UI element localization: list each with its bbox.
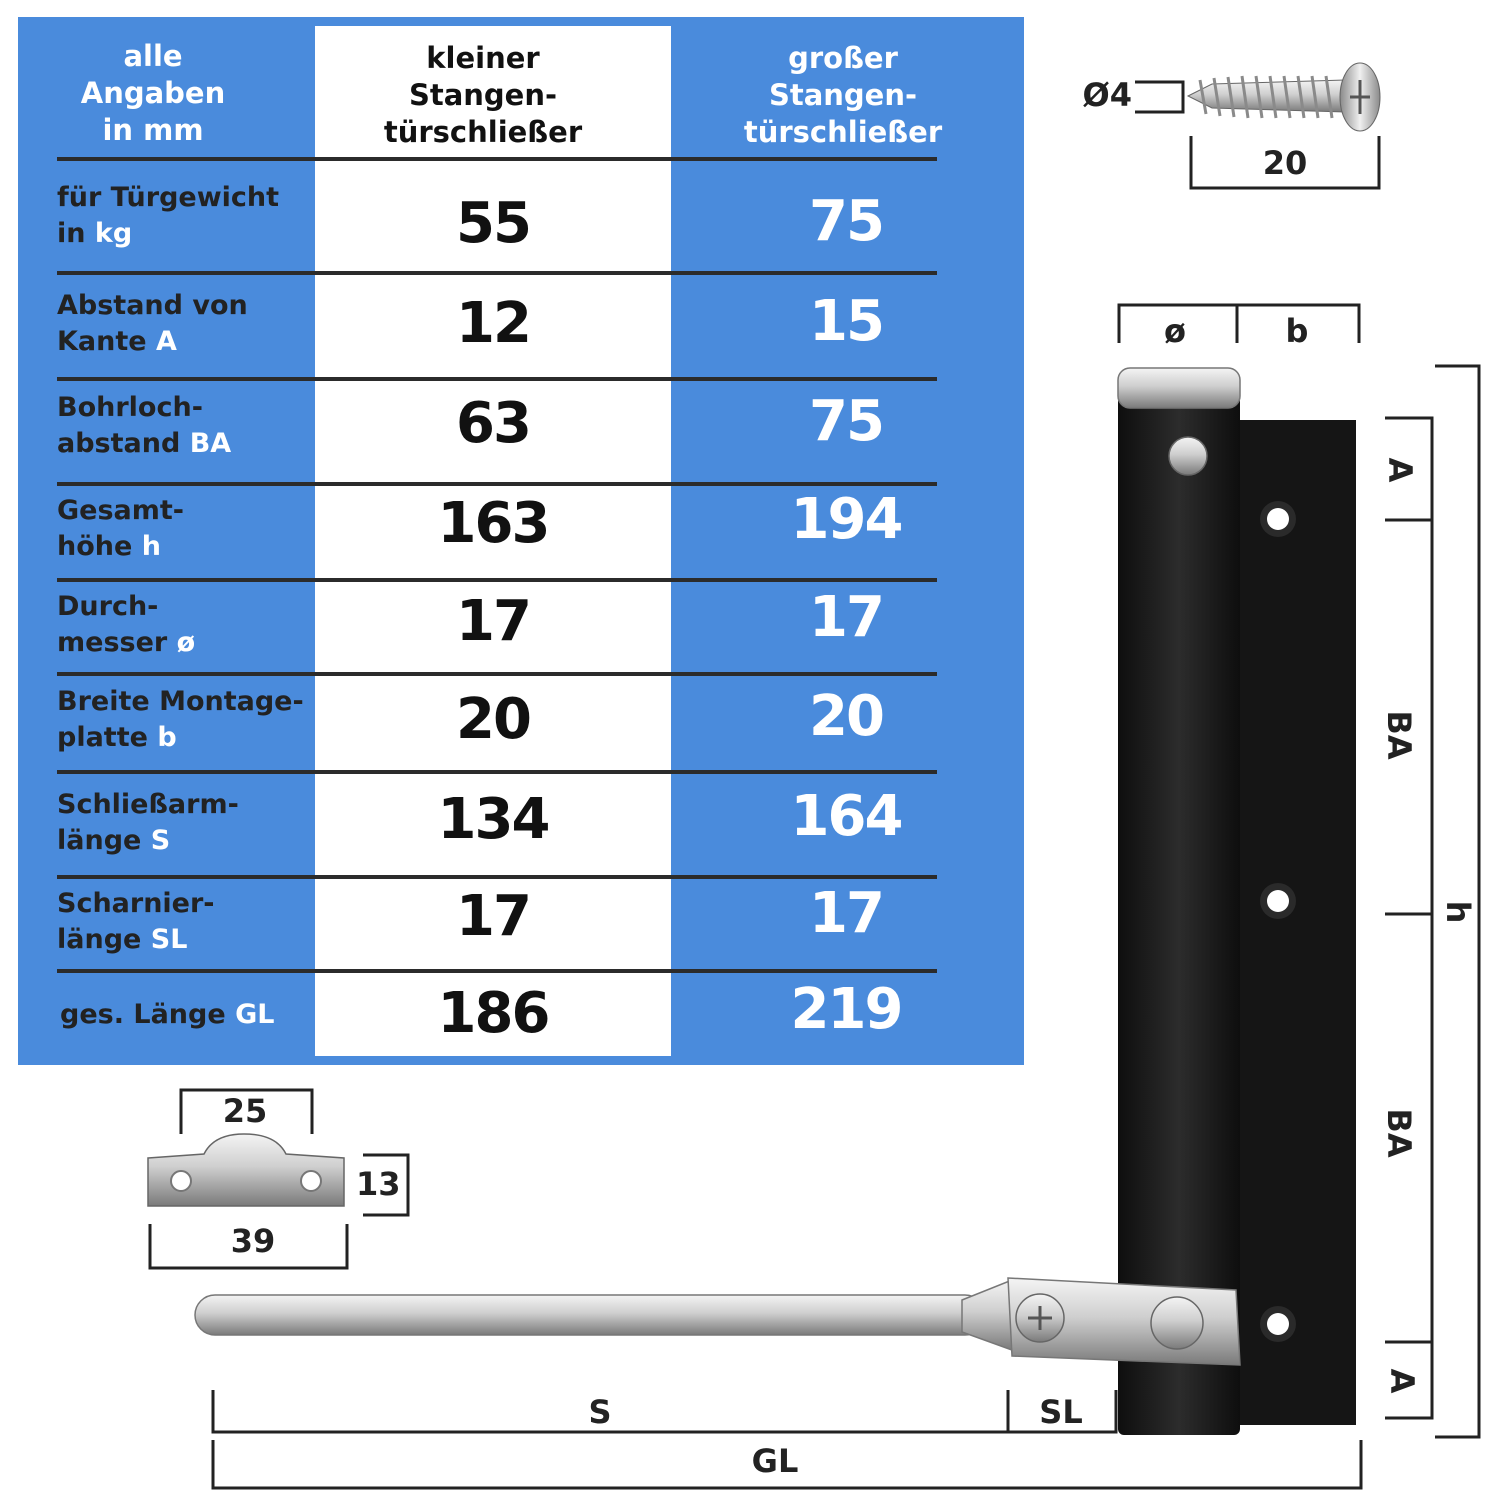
table-rule (57, 482, 937, 486)
value-small-diameter: 17 (456, 589, 532, 654)
row-label-diameter: Durch- messer ø (57, 591, 196, 658)
value-small-total-height: 163 (437, 491, 551, 556)
header-units: alle Angaben in mm (80, 39, 226, 147)
dim-plate-width-label: b (1285, 312, 1309, 350)
dim-height-label: h (1439, 900, 1477, 924)
row-label-hole-spacing: Bohrloch- abstand BA (57, 392, 232, 459)
value-small-hole-spacing: 63 (456, 391, 532, 456)
dim-total-length-label: GL (751, 1442, 799, 1480)
table-rule (57, 157, 937, 161)
mounting-bracket-drawing (147, 1088, 410, 1270)
row-label-total-height: Gesamt- höhe h (57, 495, 185, 562)
value-small-edge-distance: 12 (456, 291, 532, 356)
row-label-hinge-length: Scharnier- länge SL (57, 888, 215, 955)
table-rule (57, 578, 937, 582)
row-label-plate-width: Breite Montage- platte b (57, 686, 304, 753)
bracket-width-top-label: 25 (222, 1092, 268, 1130)
table-rule (57, 672, 937, 676)
screw-drawing (1135, 62, 1381, 190)
bracket-height-label: 13 (356, 1165, 401, 1203)
dim-diameter-label: ø (1164, 312, 1186, 350)
mounting-plate (1238, 420, 1356, 1425)
closer-dimension-lines (211, 303, 1481, 1490)
screw-length-label: 20 (1262, 144, 1308, 182)
value-large-arm-length: 164 (790, 784, 904, 849)
value-small-hinge-length: 17 (456, 884, 532, 949)
row-label-total-length: ges. Länge GL (60, 999, 275, 1030)
value-large-door-weight: 75 (809, 189, 885, 254)
value-small-door-weight: 55 (456, 191, 532, 256)
dim-hole-spacing-2-label: BA (1380, 1108, 1418, 1158)
value-small-plate-width: 20 (456, 687, 532, 752)
value-small-total-length: 186 (437, 981, 551, 1046)
end-cap (1117, 367, 1241, 409)
table-rule (57, 969, 937, 973)
bracket-width-bottom-label: 39 (230, 1222, 276, 1260)
table-rule (57, 271, 937, 275)
dim-hole-spacing-1-label: BA (1380, 710, 1418, 760)
header-large-closer: großer Stangen- türschließer (743, 41, 943, 149)
row-label-edge-distance: Abstand von Kante A (57, 290, 248, 357)
table-rule (57, 377, 937, 381)
value-large-hinge-length: 17 (809, 881, 885, 946)
closing-arm (194, 1294, 986, 1336)
table-rule (57, 875, 937, 879)
dim-hinge-length-label: SL (1039, 1393, 1083, 1431)
value-small-arm-length: 134 (437, 787, 551, 852)
value-large-total-height: 194 (790, 487, 904, 552)
closer-body (1118, 395, 1240, 1435)
dim-edge-bottom-label: A (1383, 1368, 1421, 1394)
row-label-door-weight: für Türgewicht in kg (57, 182, 280, 249)
row-label-arm-length: Schließarm- länge S (57, 789, 239, 856)
dim-arm-length-label: S (588, 1393, 612, 1431)
value-large-hole-spacing: 75 (809, 389, 885, 454)
value-large-plate-width: 20 (809, 684, 885, 749)
dim-edge-top-label: A (1381, 457, 1419, 483)
small-closer-column (315, 26, 671, 1056)
table-rule (57, 770, 937, 774)
value-large-diameter: 17 (809, 585, 885, 650)
header-small-closer: kleiner Stangen- türschließer (383, 41, 583, 149)
screw-diameter-label: Ø4 (1082, 76, 1132, 114)
value-large-edge-distance: 15 (809, 289, 885, 354)
value-large-total-length: 219 (790, 977, 904, 1042)
door-closer-drawing (194, 367, 1356, 1435)
